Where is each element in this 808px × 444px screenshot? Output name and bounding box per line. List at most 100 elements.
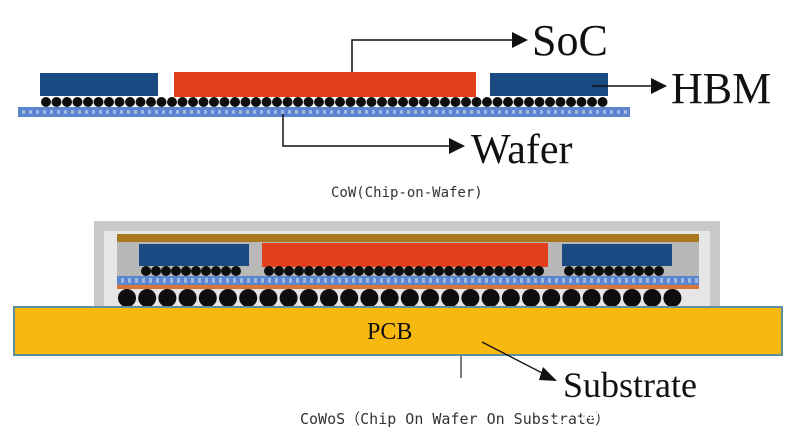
- micro-bump: [464, 266, 474, 276]
- wafer-via: [78, 110, 81, 114]
- micro-bump: [564, 266, 574, 276]
- soc-leader-line: [351, 39, 512, 72]
- wafer-via: [260, 110, 263, 114]
- wafer-via: [372, 110, 375, 114]
- micro-bump: [394, 266, 404, 276]
- interposer-via: [464, 278, 467, 283]
- arrow-right-icon: [449, 138, 465, 154]
- interposer-via: [681, 278, 684, 283]
- micro-bump: [261, 97, 272, 107]
- micro-bump: [314, 266, 324, 276]
- interposer-via: [457, 278, 460, 283]
- micro-bump: [135, 97, 146, 107]
- interposer-via: [401, 278, 404, 283]
- wafer-via: [71, 110, 74, 114]
- wafer-via: [127, 110, 130, 114]
- micro-bump: [41, 97, 51, 107]
- cowos-hbm-right: [562, 244, 672, 266]
- interposer-via: [233, 278, 236, 283]
- hbm-label: HBM: [671, 64, 771, 113]
- interposer-via: [261, 278, 264, 283]
- wafer-via: [449, 110, 452, 114]
- micro-bump: [461, 97, 471, 107]
- wafer-via: [442, 110, 445, 114]
- c4-bump: [522, 289, 540, 307]
- wafer-via: [162, 110, 165, 114]
- interposer-via: [429, 278, 432, 283]
- c4-bump: [299, 289, 318, 307]
- wafer-via: [92, 110, 95, 114]
- wafer-via: [484, 110, 487, 114]
- wafer-via: [498, 110, 501, 114]
- interposer-via: [121, 278, 124, 283]
- c4-bump: [542, 289, 561, 307]
- interposer-via: [310, 278, 313, 283]
- micro-bump: [93, 97, 104, 107]
- interposer-top-layer: [117, 234, 699, 242]
- wafer-via: [379, 110, 382, 114]
- micro-bump: [51, 97, 62, 107]
- watermark-logo-icon: [548, 399, 572, 423]
- c4-bump: [219, 289, 237, 307]
- wafer-via: [316, 110, 319, 114]
- wafer-via: [435, 110, 438, 114]
- c4-bump-row: [118, 289, 682, 307]
- micro-bump: [444, 266, 454, 276]
- interposer-via: [394, 278, 397, 283]
- interposer-via: [352, 278, 355, 283]
- interposer-via: [632, 278, 635, 283]
- wafer-via: [561, 110, 564, 114]
- cow-caption: CoW(Chip-on-Wafer): [331, 185, 483, 201]
- wafer-via: [302, 110, 305, 114]
- c4-bump: [441, 289, 460, 307]
- wafer-via: [519, 110, 522, 114]
- wafer-via: [414, 110, 417, 114]
- interposer-via: [569, 278, 572, 283]
- micro-bump: [634, 266, 644, 276]
- c4-bump: [360, 289, 379, 307]
- micro-bump: [513, 97, 524, 107]
- micro-bump: [419, 97, 429, 107]
- soc-label: SoC: [532, 16, 608, 65]
- micro-bump: [345, 97, 356, 107]
- micro-bump: [574, 266, 584, 276]
- c4-bump: [623, 289, 641, 307]
- micro-bump: [161, 266, 171, 276]
- c4-bump: [582, 289, 601, 307]
- micro-bump: [424, 266, 434, 276]
- wafer-via: [400, 110, 403, 114]
- interposer-via: [317, 278, 320, 283]
- wafer-via: [491, 110, 494, 114]
- micro-bump: [356, 97, 366, 107]
- micro-bump: [482, 97, 492, 107]
- soc-die: [174, 72, 476, 97]
- micro-bump: [440, 97, 450, 107]
- wafer-via: [211, 110, 214, 114]
- wafer-via: [386, 110, 389, 114]
- wafer-via: [155, 110, 158, 114]
- wafer-via: [624, 110, 627, 114]
- wafer-via: [113, 110, 116, 114]
- wafer-via: [50, 110, 53, 114]
- wafer-via: [421, 110, 424, 114]
- interposer-via: [653, 278, 656, 283]
- micro-bump-row: [41, 97, 608, 107]
- c4-bump: [643, 289, 662, 307]
- micro-bump: [503, 97, 513, 107]
- wafer-via: [512, 110, 515, 114]
- micro-bump: [304, 266, 314, 276]
- c4-bump: [400, 289, 419, 307]
- interposer-via: [240, 278, 243, 283]
- micro-bump: [230, 97, 240, 107]
- interposer-via: [506, 278, 509, 283]
- interposer-via: [555, 278, 558, 283]
- micro-bump: [364, 266, 374, 276]
- wafer-via: [365, 110, 368, 114]
- wafer-via: [57, 110, 60, 114]
- wafer-via: [407, 110, 410, 114]
- micro-bump: [354, 266, 364, 276]
- watermark-logo-dot: [553, 405, 559, 411]
- micro-bump: [171, 266, 181, 276]
- micro-bump: [314, 97, 324, 107]
- c4-bump: [501, 289, 520, 307]
